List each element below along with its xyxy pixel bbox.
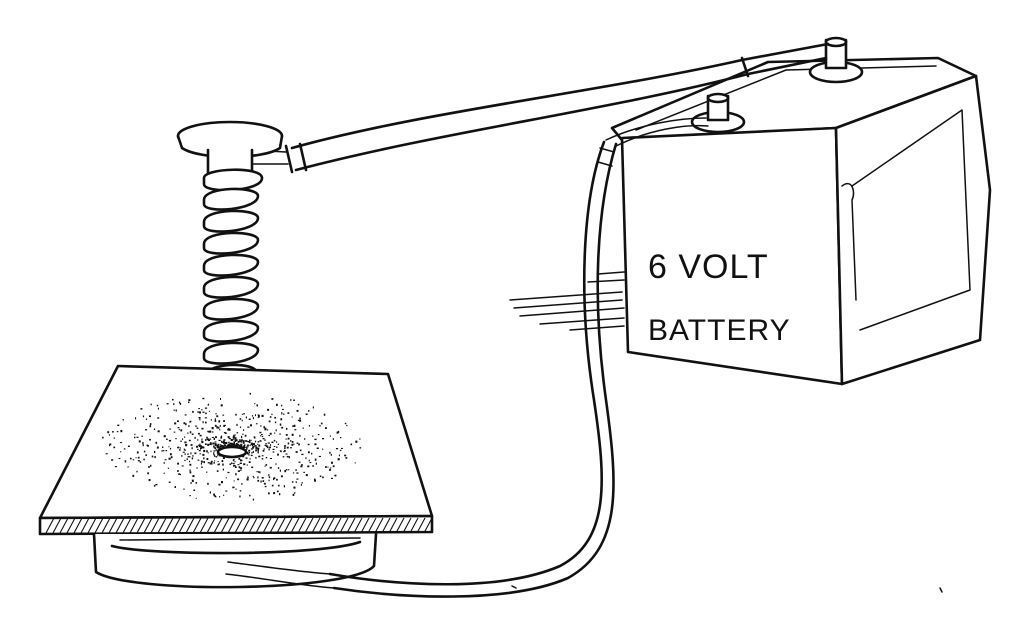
battery-label-battery: BATTERY [648,314,791,347]
battery-terminal-negative [690,92,746,134]
sketch-marks [511,585,943,593]
bottom-wire-tip [605,117,709,147]
battery-terminal-positive [808,36,864,84]
battery-side-panel [851,109,971,331]
battery-top-rim [635,65,937,131]
battery-shadow-hatching [509,271,625,331]
battery-label-volt: 6 VOLT [648,248,769,286]
battery: 6 VOLT BATTERY [509,36,992,386]
battery-side-lip [841,182,857,301]
bottom-wire [225,117,709,598]
nail-through-plate [216,445,248,459]
card-edge [38,514,434,536]
base-cylinder [92,532,378,589]
card-edge-hatching [45,517,433,534]
battery-side-face [834,74,992,386]
